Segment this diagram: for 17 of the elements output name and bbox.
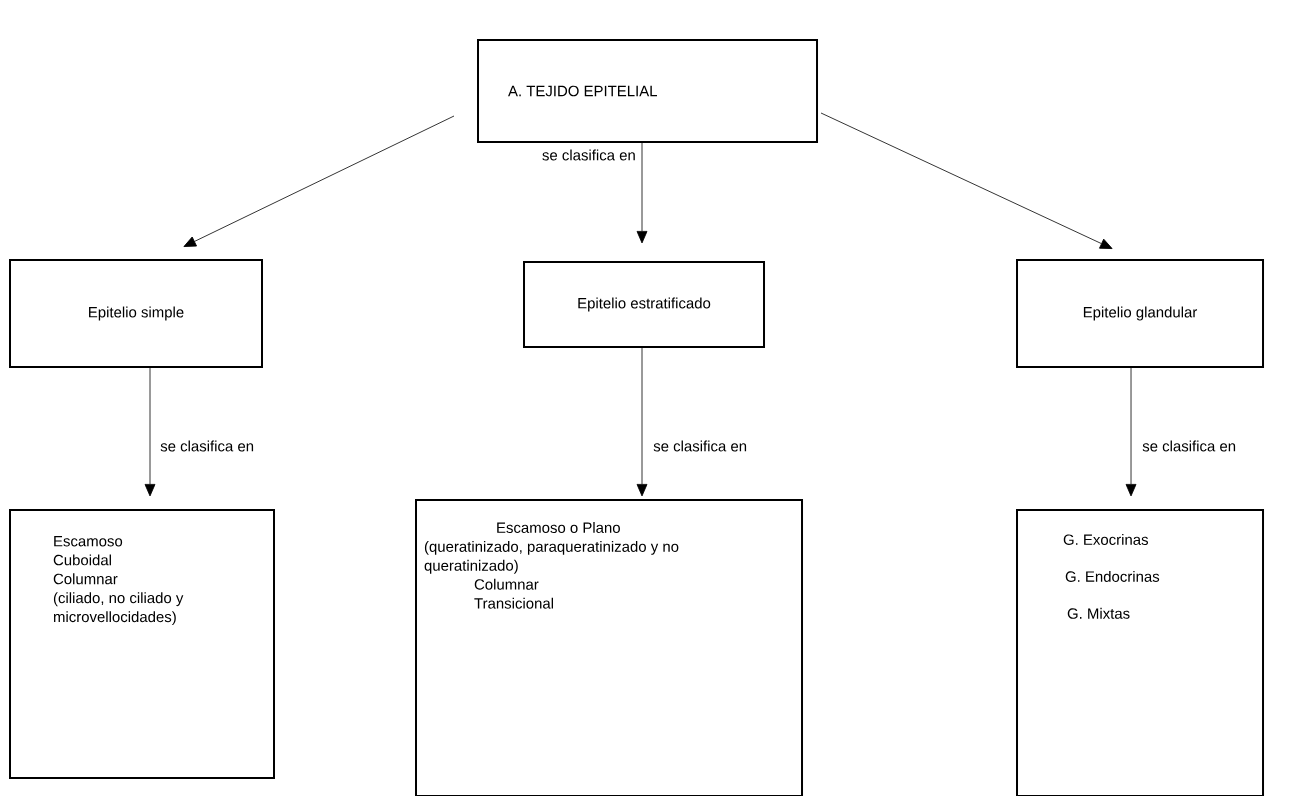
arrow <box>183 115 455 247</box>
process-box: Escamoso Cuboidal Columnar (ciliado, no ciliado y microvellocidades) <box>9 509 275 779</box>
process-box: Escamoso o Plano (queratinizado, paraqueratinizado y no queratinizado) Columnar Transicional <box>415 499 803 796</box>
process-box: G. Exocrinas G. Endocrinas G. Mixtas <box>1016 509 1264 796</box>
arrow <box>144 367 156 497</box>
process-box: Epitelio simple <box>9 259 263 368</box>
process-box: Epitelio estratificado <box>523 261 765 348</box>
edge-label: se clasifica en <box>158 438 257 454</box>
edge-label: se clasifica en <box>651 438 750 454</box>
process-box: A. TEJIDO EPITELIAL <box>477 39 818 143</box>
arrow <box>636 142 648 244</box>
arrow <box>636 347 648 497</box>
arrow <box>820 112 1113 249</box>
process-box: Epitelio glandular <box>1016 259 1264 368</box>
edge-label: se clasifica en <box>539 147 638 163</box>
arrow <box>1125 367 1137 497</box>
edge-label: se clasifica en <box>1140 438 1239 454</box>
